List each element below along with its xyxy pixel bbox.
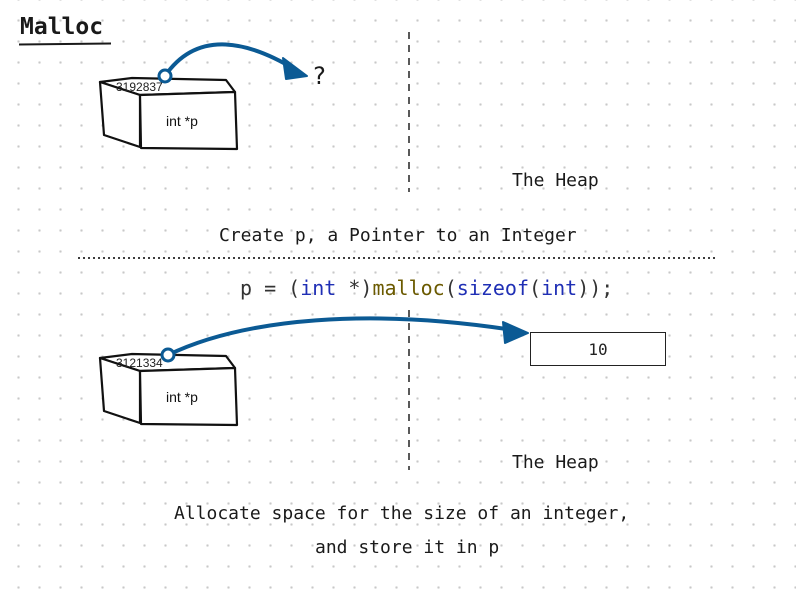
- code-part: (: [529, 276, 542, 300]
- top-pointer-origin: [157, 68, 173, 84]
- code-keyword-int: int: [541, 276, 578, 300]
- page-title: Malloc: [20, 14, 104, 40]
- code-part: *): [336, 276, 373, 300]
- bottom-caption-line2: and store it in p: [315, 537, 500, 558]
- top-heap-label: The Heap: [512, 170, 599, 191]
- bottom-pointer-origin: [160, 347, 176, 363]
- bottom-caption-line1: Allocate space for the size of an intege…: [174, 503, 630, 524]
- bottom-heap-label: The Heap: [512, 452, 599, 473]
- top-box-address: 3192837: [116, 80, 163, 94]
- code-keyword-int: int: [300, 276, 337, 300]
- top-box-label: int *p: [166, 113, 198, 129]
- code-keyword-sizeof: sizeof: [456, 276, 530, 300]
- bottom-pointer-box: [98, 352, 239, 427]
- code-function-malloc: malloc: [372, 276, 445, 300]
- bottom-box-label: int *p: [166, 389, 198, 405]
- top-arrow-head: [282, 57, 308, 80]
- code-part: ));: [577, 276, 614, 300]
- top-pointer-arrow: [163, 42, 298, 78]
- unknown-target: ?: [312, 62, 327, 90]
- bottom-pointer-arrow: [166, 316, 515, 357]
- heap-value-box: 10: [530, 332, 666, 366]
- code-line: p = (int *)malloc(sizeof(int));: [240, 276, 613, 300]
- top-caption: Create p, a Pointer to an Integer: [219, 225, 577, 246]
- code-part: (: [444, 276, 457, 300]
- code-part: p = (: [240, 276, 301, 300]
- top-pointer-box: [98, 76, 239, 151]
- bottom-box-address: 3121334: [116, 356, 163, 370]
- heap-value: 10: [588, 339, 608, 359]
- bottom-arrow-head: [502, 321, 529, 344]
